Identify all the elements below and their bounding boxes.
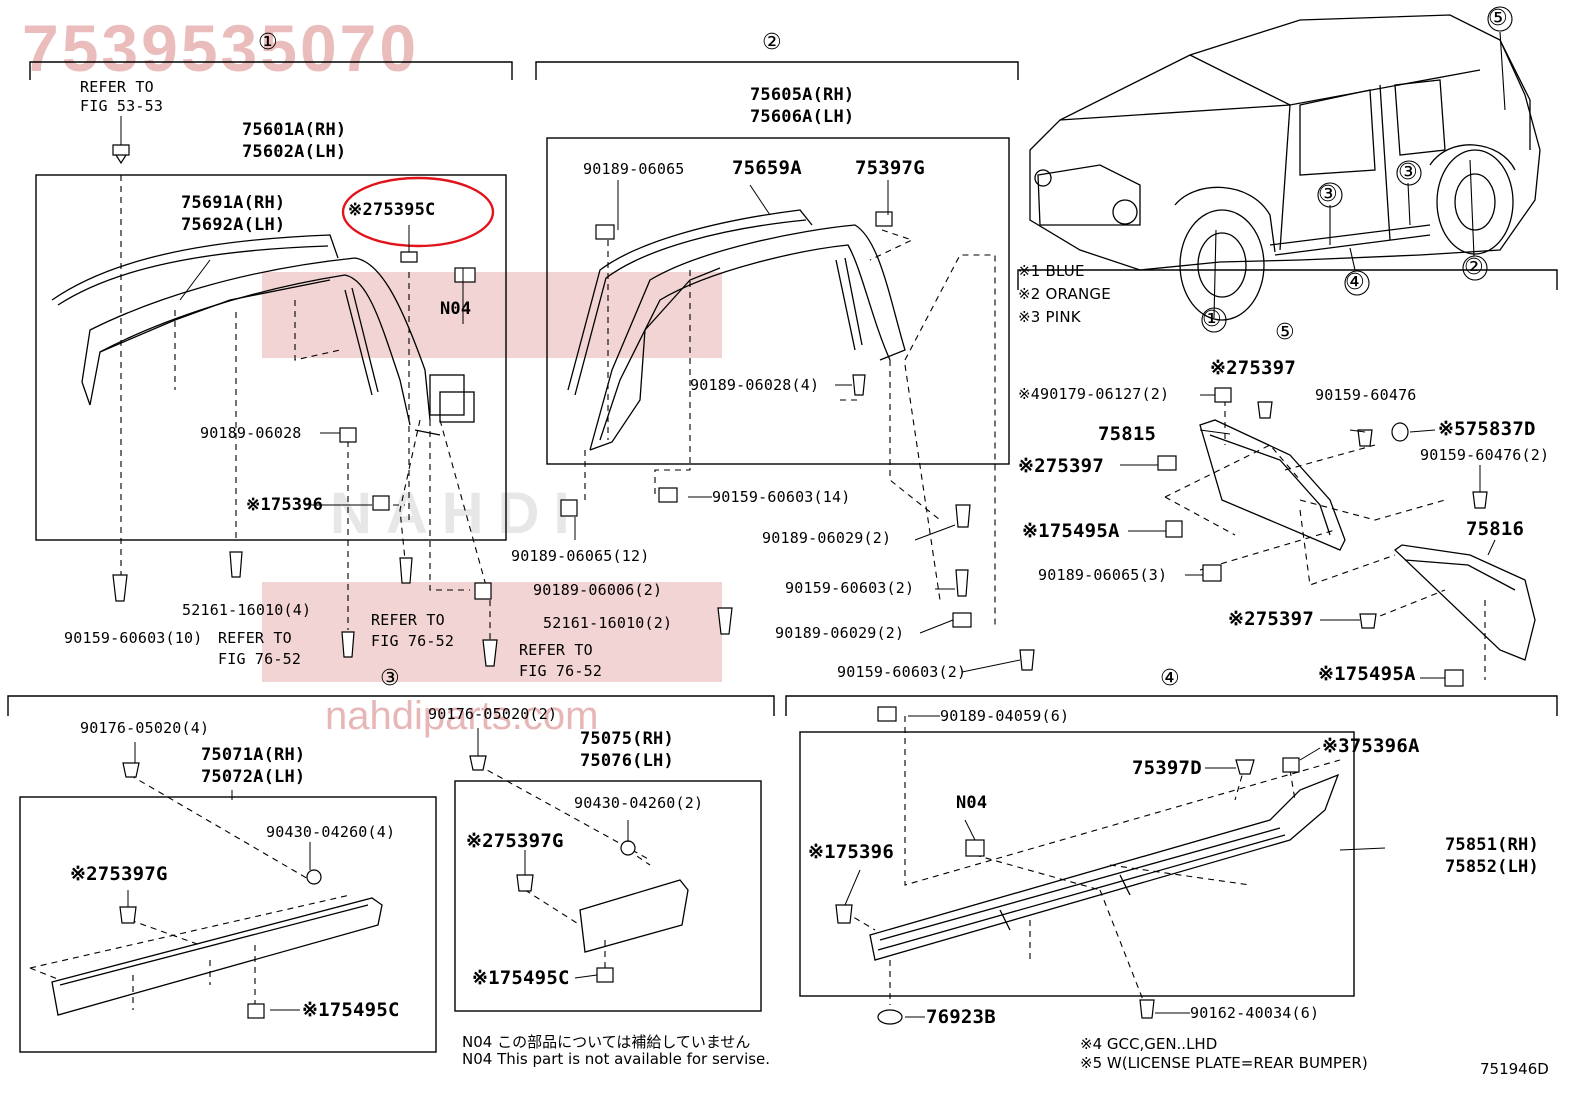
section-4-marker: ④ [1160,666,1180,691]
part-75397-top: ※275397 [1210,357,1296,379]
part-90430-04260-2: 90430-04260(2) [574,794,704,812]
part-75815: 75815 [1098,423,1157,445]
refer-fig-53-line2: FIG 53-53 [80,97,164,115]
part-75396a: ※375396A [1322,735,1420,757]
refer-fig-76-a-line2: FIG 76-52 [218,650,302,668]
color-legend-pink: ※3 PINK [1018,308,1081,326]
part-90189-06065-3: 90189-06065(3) [1038,566,1168,584]
refer-fig-76-c-line2: FIG 76-52 [519,662,603,680]
overview-callout-3b: ③ [1398,160,1418,185]
highlight-ellipse [341,176,495,248]
part-75075: 75075(RH) [580,729,674,749]
refer-fig-53-line1: REFER TO [80,78,154,96]
part-90189-06006: 90189-06006(2) [533,581,663,599]
part-76923b: 76923B [926,1006,996,1028]
part-75606a: 75606A(LH) [750,107,855,127]
part-75837d: ※575837D [1438,418,1536,440]
part-90159-60603-14: 90159-60603(14) [712,488,851,506]
part-75396: ※175396 [246,495,324,515]
refer-fig-76-b-line1: REFER TO [371,611,445,629]
section-3-marker: ③ [380,666,400,691]
overview-callout-4: ④ [1345,270,1365,295]
part-90159-60603-10: 90159-60603(10) [64,629,203,647]
overview-callout-1: ① [1202,307,1222,332]
refer-fig-76-a-line1: REFER TO [218,629,292,647]
section-2-marker: ② [762,30,782,55]
part-75851: 75851(RH) [1445,835,1539,855]
part-75071a: 75071A(RH) [201,745,306,765]
overview-callout-5: ⑤ [1488,6,1508,31]
part-75072a: 75072A(LH) [201,767,306,787]
part-90179-06127: ※490179-06127(2) [1018,385,1170,403]
part-90430-04260-4: 90430-04260(4) [266,823,396,841]
part-75076: 75076(LH) [580,751,674,771]
part-75605a: 75605A(RH) [750,85,855,105]
part-75495c-b: ※175495C [472,967,570,989]
part-75395c: ※275395C [348,200,436,220]
part-n04-rocker: N04 [956,793,988,813]
part-75396-rocker: ※175396 [808,841,894,863]
part-90176-05020-4: 90176-05020(4) [80,719,210,737]
overview-callout-3a: ③ [1318,182,1338,207]
part-90159-60476: 90159-60476 [1315,386,1417,404]
section-5-marker: ⑤ [1275,320,1295,345]
figure-code: 751946D [1480,1060,1549,1078]
part-90159-60603-2a: 90159-60603(2) [785,579,915,597]
part-90159-60476-2: 90159-60476(2) [1420,446,1550,464]
part-90189-04059: 90189-04059(6) [940,707,1070,725]
part-75397g-b: ※275397G [466,830,564,852]
watermark-block-top [262,272,722,358]
part-75659a: 75659A [732,157,802,179]
section-1-marker: ① [258,30,278,55]
part-75852: 75852(LH) [1445,857,1539,877]
color-legend-orange: ※2 ORANGE [1018,285,1111,303]
part-90189-06029-a: 90189-06029(2) [762,529,892,547]
part-75602a: 75602A(LH) [242,142,347,162]
part-n04: N04 [440,299,472,319]
part-90189-06029-b: 90189-06029(2) [775,624,905,642]
note-5: ※5 W(LICENSE PLATE=REAR BUMPER) [1080,1054,1368,1072]
part-75495a: ※175495A [1022,520,1120,542]
color-legend-blue: ※1 BLUE [1018,262,1085,280]
watermark-part-number: 7539535070 [22,11,420,85]
overview-callout-2: ② [1464,255,1484,280]
part-75397-low: ※275397 [1228,608,1314,630]
part-75692a: 75692A(LH) [181,215,286,235]
part-75691a: 75691A(RH) [181,193,286,213]
note-n04-japanese: N04 この部品については補給していません [462,1033,751,1051]
part-90189-06065: 90189-06065 [583,160,685,178]
part-75816: 75816 [1466,518,1525,540]
refer-fig-76-c-line1: REFER TO [519,641,593,659]
part-90189-06065-12: 90189-06065(12) [511,547,650,565]
part-75495a-low: ※175495A [1318,663,1416,685]
part-90189-06028: 90189-06028 [200,424,302,442]
note-n04-english: N04 This part is not available for servi… [462,1050,771,1068]
part-90159-60603-2b: 90159-60603(2) [837,663,967,681]
part-75397g: 75397G [855,157,925,179]
watermark-ghost-text: NAHDI [330,481,584,546]
part-90176-05020-2: 90176-05020(2) [428,705,558,723]
part-90189-06028-4: 90189-06028(4) [690,376,820,394]
watermark-url: nahdiparts.com [325,694,599,738]
part-75397d: 75397D [1132,757,1202,779]
part-75601a: 75601A(RH) [242,120,347,140]
part-75495c-a: ※175495C [302,999,400,1021]
part-75397-mid: ※275397 [1018,455,1104,477]
note-4: ※4 GCC,GEN..LHD [1080,1035,1218,1053]
part-90162-40034: 90162-40034(6) [1190,1004,1320,1022]
refer-fig-76-b-line2: FIG 76-52 [371,632,455,650]
part-52161-16010-2: 52161-16010(2) [543,614,673,632]
part-52161-16010-4: 52161-16010(4) [182,601,312,619]
part-75397g-a: ※275397G [70,863,168,885]
